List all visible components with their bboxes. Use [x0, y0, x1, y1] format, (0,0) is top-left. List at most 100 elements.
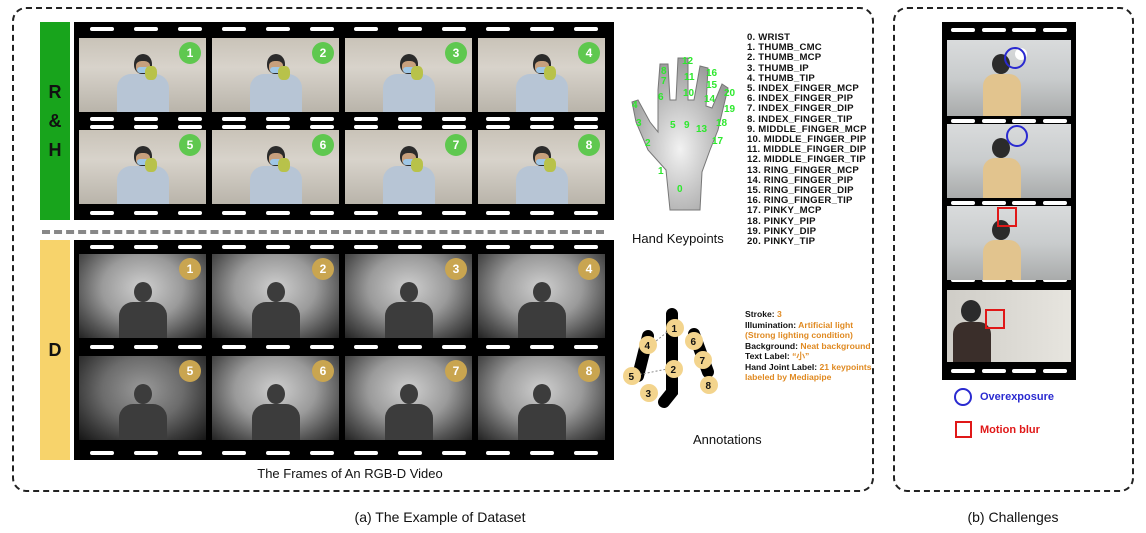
text-label-value: “小” — [792, 351, 810, 361]
depth-frame-number: 1 — [179, 258, 201, 280]
challenge-frame-3 — [947, 206, 1071, 280]
challenge-frame-2 — [947, 124, 1071, 198]
stroke-point-3: 3 — [646, 389, 652, 400]
hand-point-2: 2 — [645, 138, 651, 149]
hand-point-0: 0 — [677, 184, 683, 195]
depth-frame-number: 7 — [445, 360, 467, 382]
keypoint-item: 11. MIDDLE_FINGER_DIP — [747, 144, 867, 156]
stroke-point-8: 8 — [706, 381, 712, 392]
stroke-point-5: 5 — [629, 372, 635, 383]
hand-point-20: 20 — [724, 88, 736, 99]
background-value: Neat background — [800, 340, 871, 351]
keypoint-item: 9. MIDDLE_FINGER_MCP — [747, 123, 867, 135]
hand-point-6: 6 — [658, 92, 664, 103]
depth-frame-number: 8 — [578, 360, 600, 382]
depth-frame-number: 6 — [312, 360, 334, 382]
rh-label-h: H — [48, 139, 62, 160]
hand-point-18: 18 — [716, 118, 728, 129]
depth-frame-6: 6 — [212, 356, 339, 440]
keypoint-item: 15. RING_FINGER_DIP — [747, 185, 854, 197]
stroke-markers: 1 2 3 4 5 6 7 8 — [623, 319, 718, 402]
text-label-key: Text Label: — [745, 351, 790, 361]
hand-point-10: 10 — [683, 88, 695, 99]
hand-joint-value: 21 keypoints labeled by Mediapipe — [745, 361, 872, 383]
panel-b-caption: (b) Challenges — [967, 509, 1059, 525]
overexposure-circle-1 — [1004, 47, 1026, 69]
hand-point-4: 4 — [632, 100, 638, 111]
rgb-frame-5: 5 — [79, 130, 206, 204]
hand-silhouette — [631, 57, 729, 211]
depth-frame-2: 2 — [212, 254, 339, 338]
d-label: D — [48, 339, 62, 360]
challenge-frame-1 — [947, 40, 1071, 116]
motion-blur-label: Motion blur — [980, 423, 1040, 436]
legend-motion-blur: Motion blur — [955, 421, 1040, 438]
background-key: Background: — [745, 340, 798, 351]
rgb-frame-7: 7 — [345, 130, 472, 204]
stroke-value: 3 — [777, 309, 782, 319]
depth-frame-number: 2 — [312, 258, 334, 280]
stroke-center — [658, 308, 678, 408]
rgb-frame-1: 1 — [79, 38, 206, 112]
rgb-frame-number: 2 — [312, 42, 334, 64]
character-stroke-diagram: 1 2 3 4 5 6 7 8 — [623, 308, 718, 408]
hand-point-12: 12 — [682, 56, 694, 67]
keypoint-item: 5. INDEX_FINGER_MCP — [747, 83, 860, 95]
rgb-frame-number: 3 — [445, 42, 467, 64]
hand-point-13: 13 — [696, 124, 708, 135]
rgb-frame-6: 6 — [212, 130, 339, 204]
hand-point-1: 1 — [658, 166, 664, 177]
keypoint-item: 2. THUMB_MCP — [747, 52, 822, 64]
keypoint-item: 10. MIDDLE_FINGER_PIP — [747, 134, 867, 146]
challenge-markers — [985, 47, 1028, 329]
d-side-label: D — [40, 240, 70, 460]
rh-side-label: R & H — [40, 22, 70, 220]
overexposure-circle-2 — [1006, 125, 1028, 147]
square-icon — [955, 421, 972, 438]
keypoint-item: 17. PINKY_MCP — [747, 205, 822, 217]
hand-keypoints-label: Hand Keypoints — [632, 231, 724, 246]
rh-label-amp: & — [48, 110, 62, 131]
motion-blur-box-2 — [985, 309, 1005, 329]
frames-caption: The Frames of An RGB-D Video — [257, 466, 443, 481]
hand-point-3: 3 — [636, 118, 642, 129]
circle-icon — [954, 388, 972, 406]
motion-blur-box-1 — [997, 207, 1017, 227]
keypoint-item: 14. RING_FINGER_PIP — [747, 174, 854, 186]
hand-point-9: 9 — [684, 120, 690, 131]
annotations-label: Annotations — [693, 432, 762, 447]
depth-frame-3: 3 — [345, 254, 472, 338]
keypoint-item: 0. WRIST — [747, 32, 791, 43]
keypoint-item: 20. PINKY_TIP — [747, 236, 816, 248]
stroke-point-6: 6 — [691, 337, 697, 348]
hand-point-17: 17 — [712, 136, 724, 147]
hand-point-5: 5 — [670, 120, 676, 131]
hand-joint-key: Hand Joint Label: — [745, 361, 818, 372]
illumination-value: Artificial light (Strong lighting condit… — [745, 319, 854, 341]
keypoint-item: 16. RING_FINGER_TIP — [747, 195, 853, 207]
rgb-frame-3: 3 — [345, 38, 472, 112]
rgb-frame-number: 6 — [312, 134, 334, 156]
hand-point-14: 14 — [704, 94, 716, 105]
panel-a-caption: (a) The Example of Dataset — [354, 509, 526, 525]
rgb-frame-number: 5 — [179, 134, 201, 156]
dataset-example-panel — [12, 7, 874, 492]
keypoint-item: 6. INDEX_FINGER_PIP — [747, 93, 854, 105]
stroke-key: Stroke: — [745, 309, 775, 319]
depth-frame-number: 3 — [445, 258, 467, 280]
hand-point-11: 11 — [684, 72, 695, 83]
depth-frame-number: 4 — [578, 258, 600, 280]
hand-point-8: 8 — [661, 66, 667, 77]
overexposure-label: Overexposure — [980, 391, 1054, 403]
rgb-frame-2: 2 — [212, 38, 339, 112]
keypoint-item: 7. INDEX_FINGER_DIP — [747, 103, 854, 115]
keypoint-item: 4. THUMB_TIP — [747, 72, 815, 84]
rgb-frame-4: 4 — [478, 38, 605, 112]
keypoint-item: 13. RING_FINGER_MCP — [747, 164, 860, 176]
stroke-point-1: 1 — [672, 324, 678, 335]
challenge-frame-4 — [947, 290, 1071, 362]
depth-frame-5: 5 — [79, 356, 206, 440]
keypoint-list: 0. WRIST 1. THUMB_CMC 2. THUMB_MCP 3. TH… — [747, 32, 867, 248]
rgb-frame-number: 1 — [179, 42, 201, 64]
stroke-point-4: 4 — [645, 341, 651, 352]
